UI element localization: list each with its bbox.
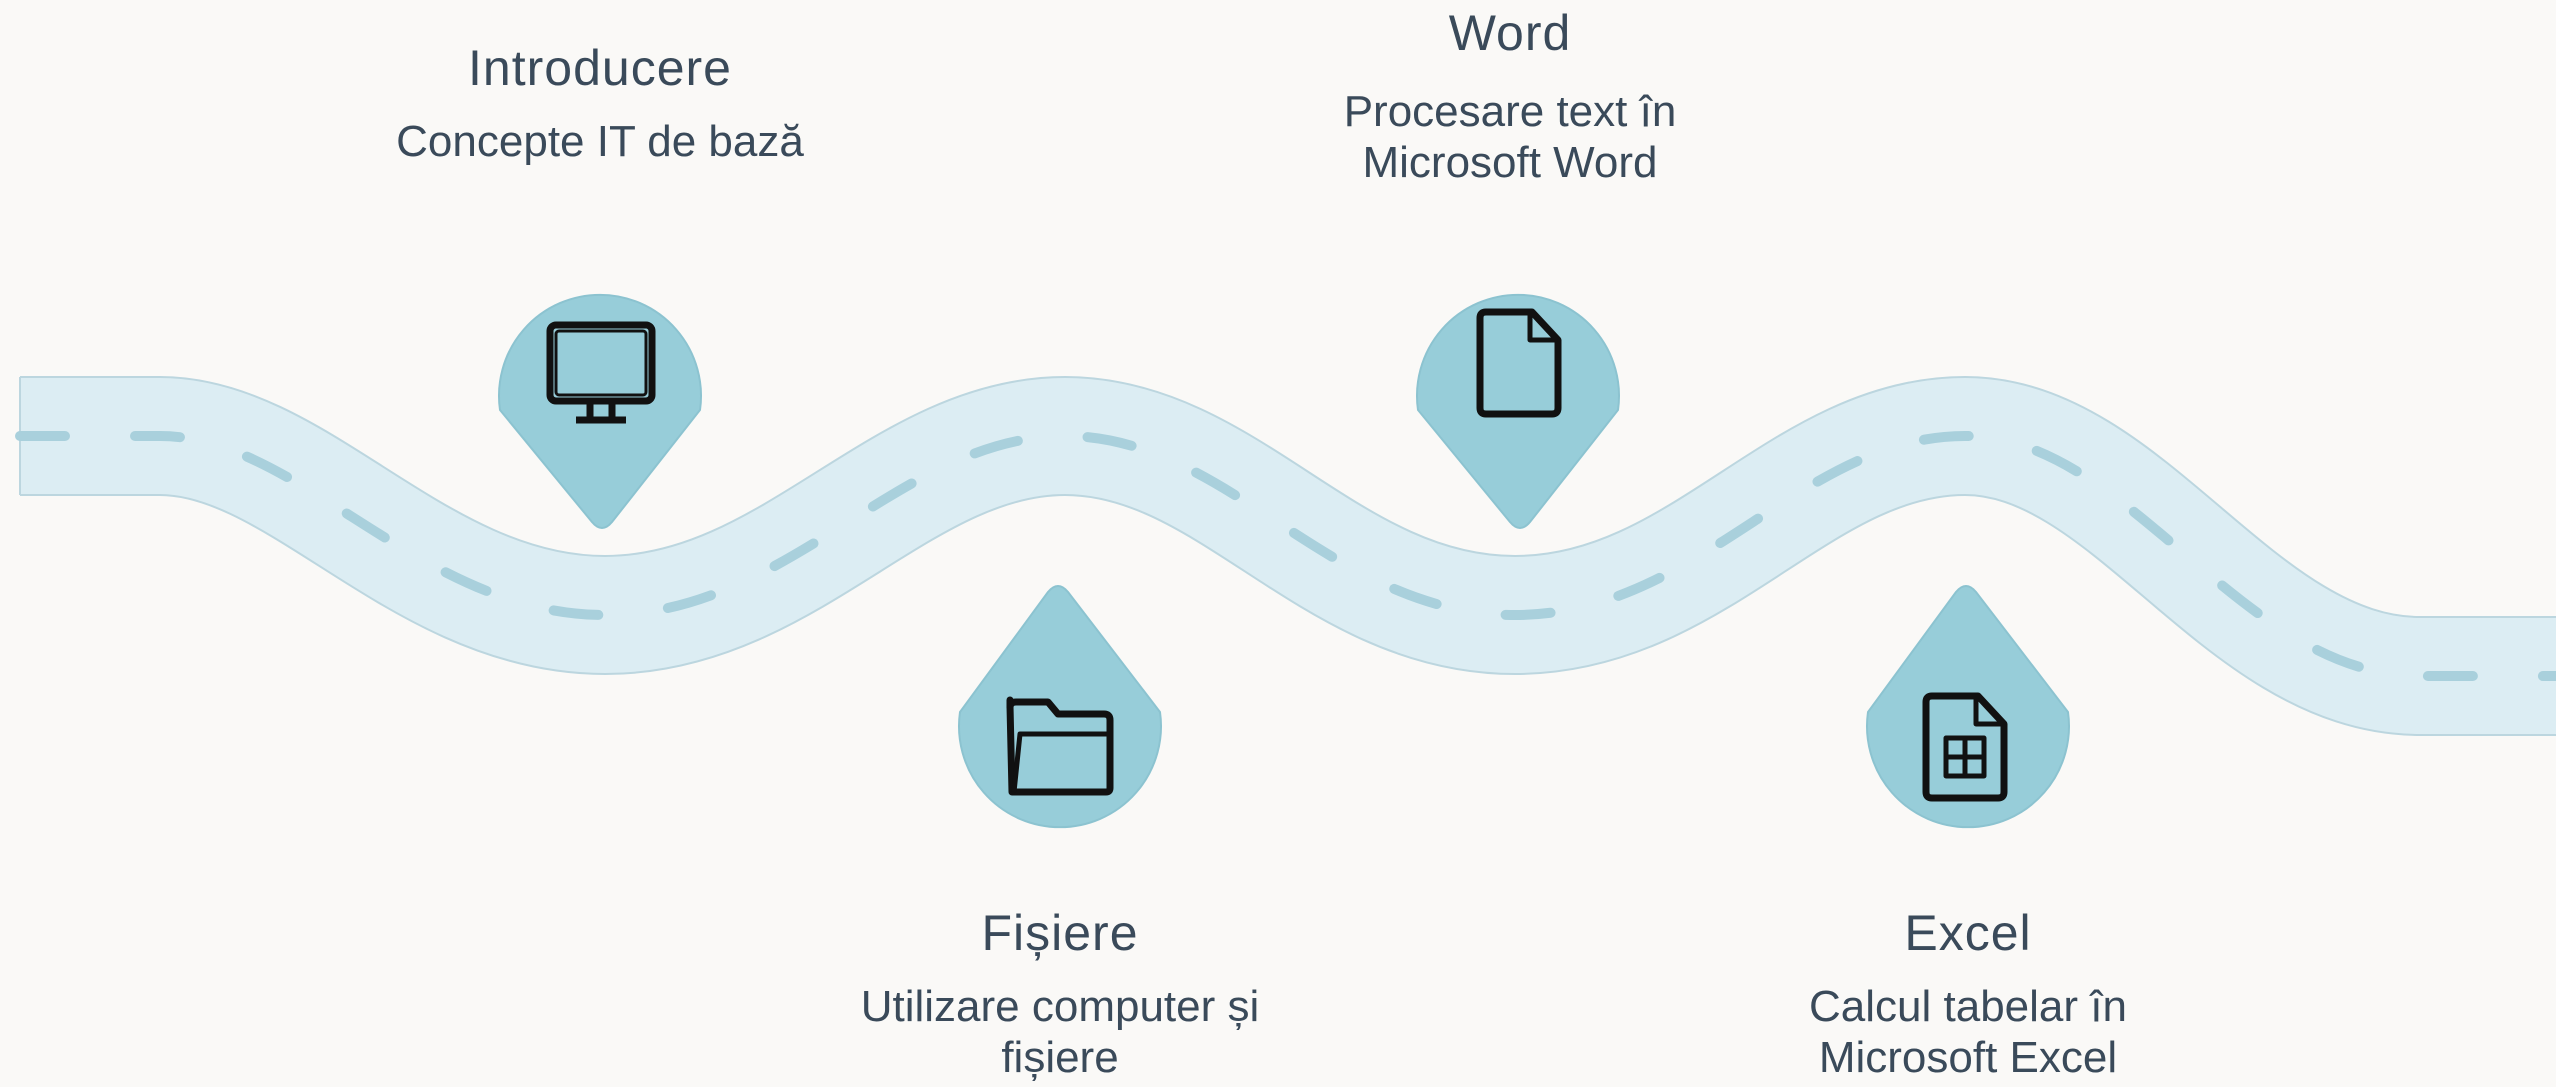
step-description-line: Utilizare computer și [860, 982, 1260, 1031]
step-description: Concepte IT de bază [396, 117, 804, 166]
pin-fisiere [958, 585, 1162, 829]
folder-icon [1006, 696, 1114, 796]
step-description-line: fișiere [1001, 1033, 1119, 1082]
step-description: Procesare text în Microsoft Word [1230, 86, 1790, 188]
step-title: Word [1448, 5, 1572, 61]
pin-introducere [498, 293, 702, 529]
road-center-line [15, 430, 2556, 681]
step-description: Utilizare computer și fișiere [780, 981, 1340, 1083]
step-description-line: Calcul tabelar în [1809, 982, 2127, 1031]
pin-excel [1866, 585, 2070, 829]
step-word: Word Procesare text în Microsoft Word [1230, 5, 1790, 188]
step-description: Calcul tabelar în Microsoft Excel [1688, 981, 2248, 1083]
step-title: Excel [1904, 905, 2032, 961]
step-title: Introducere [468, 40, 732, 96]
road [20, 377, 2556, 734]
monitor-icon [546, 321, 656, 424]
step-description-line: Procesare text în [1343, 87, 1677, 136]
step-excel: Excel Calcul tabelar în Microsoft Excel [1688, 905, 2248, 1083]
step-description-line: Microsoft Excel [1818, 1033, 2118, 1082]
pin-word [1416, 293, 1620, 529]
step-introducere: Introducere Concepte IT de bază [320, 40, 880, 167]
document-icon [1476, 308, 1562, 418]
spreadsheet-icon [1922, 692, 2008, 802]
step-title: Fișiere [981, 905, 1139, 961]
step-description-line: Microsoft Word [1362, 138, 1658, 187]
step-fisiere: Fișiere Utilizare computer și fișiere [780, 905, 1340, 1083]
